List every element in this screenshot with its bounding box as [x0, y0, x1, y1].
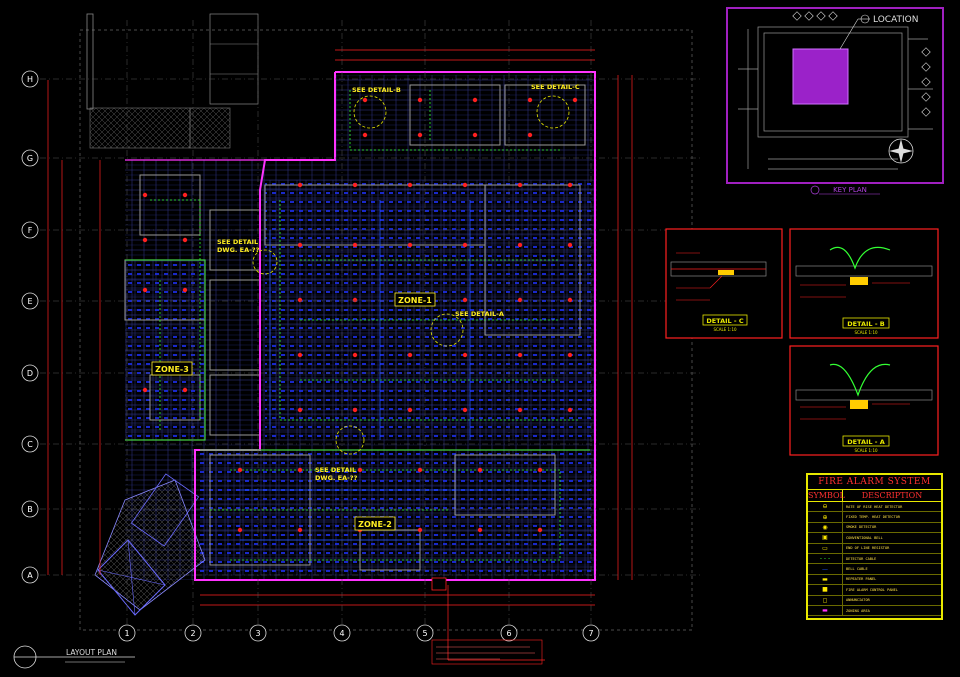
key-plan-drawing: LOCATION	[738, 11, 933, 170]
bell-cable-icon: —	[808, 564, 843, 574]
see-detail-left-1: SEE DETAIL	[217, 238, 258, 246]
key-plan-panel: LOCATION	[726, 7, 944, 184]
see-detail-mid-2: DWG. EA-??	[315, 474, 358, 482]
legend-row: - - -DETECTOR CABLE	[808, 553, 941, 565]
see-detail-b: SEE DETAIL-B	[352, 86, 401, 94]
annunciator-icon: ◻	[808, 595, 843, 605]
grid-row-H: H	[21, 70, 39, 88]
svg-text:DETAIL - C: DETAIL - C	[706, 317, 744, 325]
grid-col-labels: 1 2 3 4 5 6 7	[118, 624, 600, 642]
control-panel-icon: ■	[808, 585, 843, 595]
repeater-panel-icon: ▬	[808, 574, 843, 585]
detector-cable-icon: - - -	[808, 553, 843, 564]
legend-row: ▬REPEATER PANEL	[808, 574, 941, 586]
detail-callouts	[252, 95, 570, 455]
svg-text:SCALE 1:10: SCALE 1:10	[854, 330, 878, 335]
svg-text:G: G	[27, 154, 33, 163]
grid-col-4: 4	[333, 624, 351, 642]
detail-a-panel: DETAIL - A SCALE 1:10	[789, 345, 939, 456]
legend-row: ⊖RATE OF RISE HEAT DETECTOR	[808, 502, 941, 513]
svg-text:H: H	[27, 75, 33, 84]
svg-text:A: A	[27, 571, 33, 580]
zone-dividers	[125, 259, 590, 451]
svg-text:7: 7	[588, 629, 593, 638]
legend-row: ◉SMOKE DETECTOR	[808, 522, 941, 534]
legend-row: ▭END OF LINE RESISTOR	[808, 543, 941, 554]
grid-row-A: A	[21, 566, 39, 584]
bell-icon: ▣	[808, 533, 843, 543]
grid-row-labels: H G F E D C B A	[21, 70, 39, 584]
compass-icon	[888, 138, 914, 164]
grid-col-3: 3	[249, 624, 267, 642]
grid-row-D: D	[21, 364, 39, 382]
legend-description-header: DESCRIPTION	[861, 491, 923, 500]
grid-row-E: E	[21, 292, 39, 310]
legend-title: FIRE ALARM SYSTEM	[808, 475, 941, 490]
bell-cables	[240, 200, 580, 541]
svg-text:1: 1	[124, 629, 129, 638]
layout-plan-title: LAYOUT PLAN	[13, 645, 135, 669]
see-detail-left-2: DWG. EA-??	[217, 246, 260, 254]
dimension-lines	[47, 49, 633, 661]
riser-note	[431, 577, 543, 665]
legend-row: ▬ZONING AREA	[808, 605, 941, 617]
detector-cables	[150, 90, 580, 561]
legend-header: SYMBOL DESCRIPTION	[808, 490, 941, 502]
detail-c-panel: DETAIL - C SCALE 1:10	[665, 228, 783, 339]
grid-col-6: 6	[500, 624, 518, 642]
grid-col-1: 1	[118, 624, 136, 642]
svg-text:DETAIL - A: DETAIL - A	[847, 438, 885, 446]
location-label: LOCATION	[873, 15, 919, 25]
see-detail-mid-1: SEE DETAIL	[315, 466, 356, 474]
fire-alarm-legend: FIRE ALARM SYSTEM SYMBOL DESCRIPTION ⊖RA…	[806, 473, 943, 620]
svg-text:2: 2	[190, 629, 195, 638]
grid-row-C: C	[21, 435, 39, 453]
legend-row: ◻ANNUNCIATOR	[808, 595, 941, 606]
detail-b-panel: DETAIL - B SCALE 1:10	[789, 228, 939, 339]
zone-1-label: ZONE-1	[398, 296, 432, 305]
svg-text:DETAIL - B: DETAIL - B	[847, 320, 885, 328]
see-detail-labels: SEE DETAIL-B SEE DETAIL-C SEE DETAIL-A S…	[217, 83, 580, 482]
detectors	[142, 97, 578, 533]
grid-row-B: B	[21, 500, 39, 518]
eol-resistor-icon: ▭	[808, 543, 843, 553]
svg-text:3: 3	[255, 629, 260, 638]
grid-col-2: 2	[184, 624, 202, 642]
svg-text:F: F	[28, 226, 33, 235]
svg-text:E: E	[27, 297, 32, 306]
svg-text:KEY PLAN: KEY PLAN	[833, 186, 867, 194]
grid-row-F: F	[21, 221, 39, 239]
legend-symbol-header: SYMBOL	[808, 490, 845, 501]
grid-row-G: G	[21, 149, 39, 167]
see-detail-a: SEE DETAIL-A	[455, 310, 504, 318]
grid-col-5: 5	[416, 624, 434, 642]
legend-row: —BELL CABLE	[808, 564, 941, 575]
svg-text:C: C	[27, 440, 33, 449]
svg-text:B: B	[27, 505, 33, 514]
svg-text:SCALE 1:10: SCALE 1:10	[854, 448, 878, 453]
zoning-area-icon: ▬	[808, 605, 843, 616]
svg-text:LAYOUT PLAN: LAYOUT PLAN	[66, 648, 117, 657]
heat-detector-icon: ⊖	[808, 502, 843, 512]
grid-col-7: 7	[582, 624, 600, 642]
svg-text:4: 4	[339, 629, 344, 638]
floor-plan	[125, 75, 597, 580]
svg-text:D: D	[27, 369, 33, 378]
svg-text:5: 5	[422, 629, 427, 638]
smoke-detector-icon: ◉	[808, 522, 843, 533]
zone-2-label: ZONE-2	[358, 520, 392, 529]
zone-labels: ZONE-1 ZONE-2 ZONE-3	[151, 292, 436, 531]
key-plan-label: KEY PLAN	[810, 185, 880, 195]
svg-text:6: 6	[506, 629, 511, 638]
legend-row: ■FIRE ALARM CONTROL PANEL	[808, 585, 941, 596]
zone-3-label: ZONE-3	[155, 365, 189, 374]
see-detail-c: SEE DETAIL-C	[531, 83, 580, 91]
fixed-heat-detector-icon: ⊕	[808, 512, 843, 522]
legend-row: ▣CONVENTIONAL BELL	[808, 533, 941, 544]
svg-text:SCALE 1:10: SCALE 1:10	[713, 327, 737, 332]
structural-grid	[40, 20, 700, 640]
existing-building	[86, 13, 259, 149]
legend-row: ⊕FIXED TEMP. HEAT DETECTOR	[808, 512, 941, 523]
